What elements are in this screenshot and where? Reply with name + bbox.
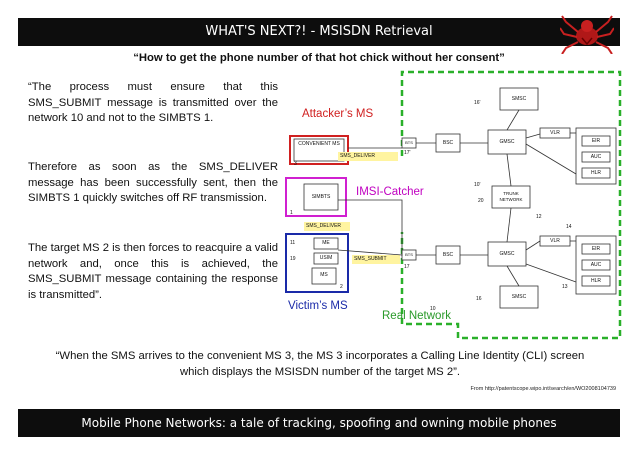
ref-2: 2 [340,284,343,290]
simbts-box: SIMBTS [311,194,331,200]
auc-box-upper: AUC [590,154,602,160]
eir-box-lower: EIR [591,246,601,252]
sms-submit-msg: SMS_SUBMIT [354,256,387,262]
ms-box: MS [320,272,328,278]
real-network-label: Real Network [382,310,452,322]
ref-11: 11 [290,240,296,246]
bts-box-lower: BTS [405,252,413,257]
smsc-box-upper: SMSC [511,96,527,102]
imsi-catcher-label: IMSI-Catcher [356,186,424,198]
hlr-box-lower: HLR [590,278,601,284]
ref-10-prime: 10' [474,182,481,188]
victim-ms-label: Victim’s MS [288,300,348,312]
auc-box-lower: AUC [590,262,602,268]
paragraph-target: The target MS 2 is then forces to reacqu… [28,242,278,301]
trunk-network-box: TRUNK NETWORK [499,191,523,202]
eir-box-upper: EIR [591,138,601,144]
ref-10: 10 [430,306,436,312]
me-box: ME [322,240,330,246]
bsc-box-upper: BSC [442,140,454,146]
attacker-ms-label: Attacker’s MS [302,108,374,120]
usim-box: USIM [319,255,333,261]
gmsc-box-upper: GMSC [499,139,515,145]
hlr-box-upper: HLR [590,170,601,176]
ref-17-prime: 17' [404,150,411,156]
footer-text: Mobile Phone Networks: a tale of trackin… [81,416,557,430]
ref-20: 20 [478,198,484,204]
red-spider-logo-icon [560,15,614,54]
ref-12: 12 [536,214,542,220]
ref-19: 19 [290,256,296,262]
header-bar: WHAT'S NEXT?! - MSISDN Retrieval [18,15,620,54]
vlr-box-upper: VLR [550,130,560,136]
ref-1: 1 [290,210,293,216]
sms-deliver-msg-upper: SMS_DELIVER [340,153,376,159]
paragraph-deliver: Therefore as soon as the SMS_DELIVER mes… [28,161,278,204]
ref-16: 16 [476,296,482,302]
source-link[interactable]: From http://patentscope.wipo.int/search/… [470,386,616,392]
ref-13: 13 [562,284,568,290]
sms-deliver-msg-lower: SMS_DELIVER [306,223,342,229]
ref-3: 3 [294,161,297,167]
ref-17: 17 [404,264,410,270]
paragraph-submit: “The process must ensure that this SMS_S… [28,81,278,124]
slide-title: WHAT'S NEXT?! - MSISDN Retrieval [205,24,433,39]
ref-16-prime: 16' [474,100,481,106]
footer-bar: Mobile Phone Networks: a tale of trackin… [18,409,620,437]
bsc-box-lower: BSC [442,252,454,258]
vlr-box-lower: VLR [550,238,560,244]
smsc-box-lower: SMSC [511,294,527,300]
gmsc-box-lower: GMSC [499,251,515,257]
closing-quote: “When the SMS arrives to the convenient … [55,350,585,378]
bts-box-upper: BTS [405,140,413,145]
slide-subtitle: “How to get the phone number of that hot… [133,52,505,64]
network-diagram: Attacker’s MS IMSI-Catcher Victim’s MS R… [278,64,624,340]
convenient-ms-box: CONVENIENT MS [298,141,340,147]
ref-14: 14 [566,224,572,230]
